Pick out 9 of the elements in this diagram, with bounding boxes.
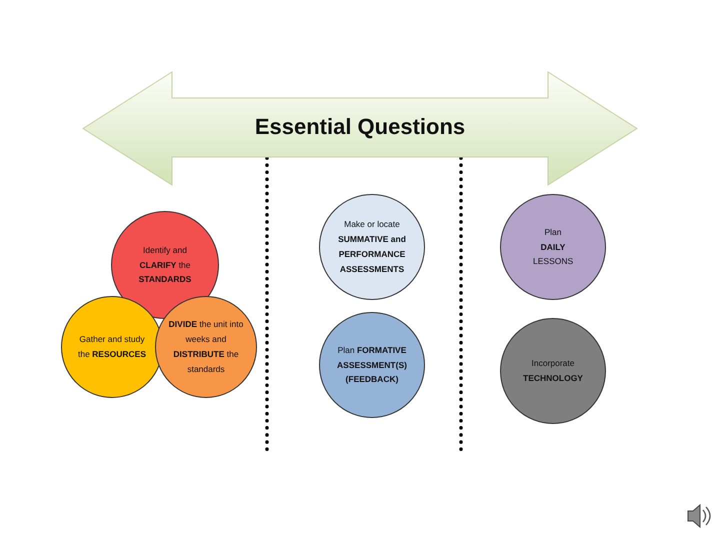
circle-text: Gather and study the RESOURCES xyxy=(76,333,148,361)
circle-text: Identify and CLARIFY the STANDARDS xyxy=(138,244,192,286)
circle-text: Plan FORMATIVE ASSESSMENT(S) (FEEDBACK) xyxy=(336,344,408,386)
circle-text: DIVIDE the unit into weeks and DISTRIBUTE the standards xyxy=(168,318,244,376)
double-arrow-banner xyxy=(82,71,638,186)
banner-title: Essential Questions xyxy=(254,116,466,138)
circle-text: Make or locate SUMMATIVE and PERFORMANCE ASSESSMENTS xyxy=(337,218,407,276)
circle-text: Plan DAILY LESSONS xyxy=(533,226,573,268)
circle-text: Incorporate TECHNOLOGY xyxy=(522,357,584,385)
